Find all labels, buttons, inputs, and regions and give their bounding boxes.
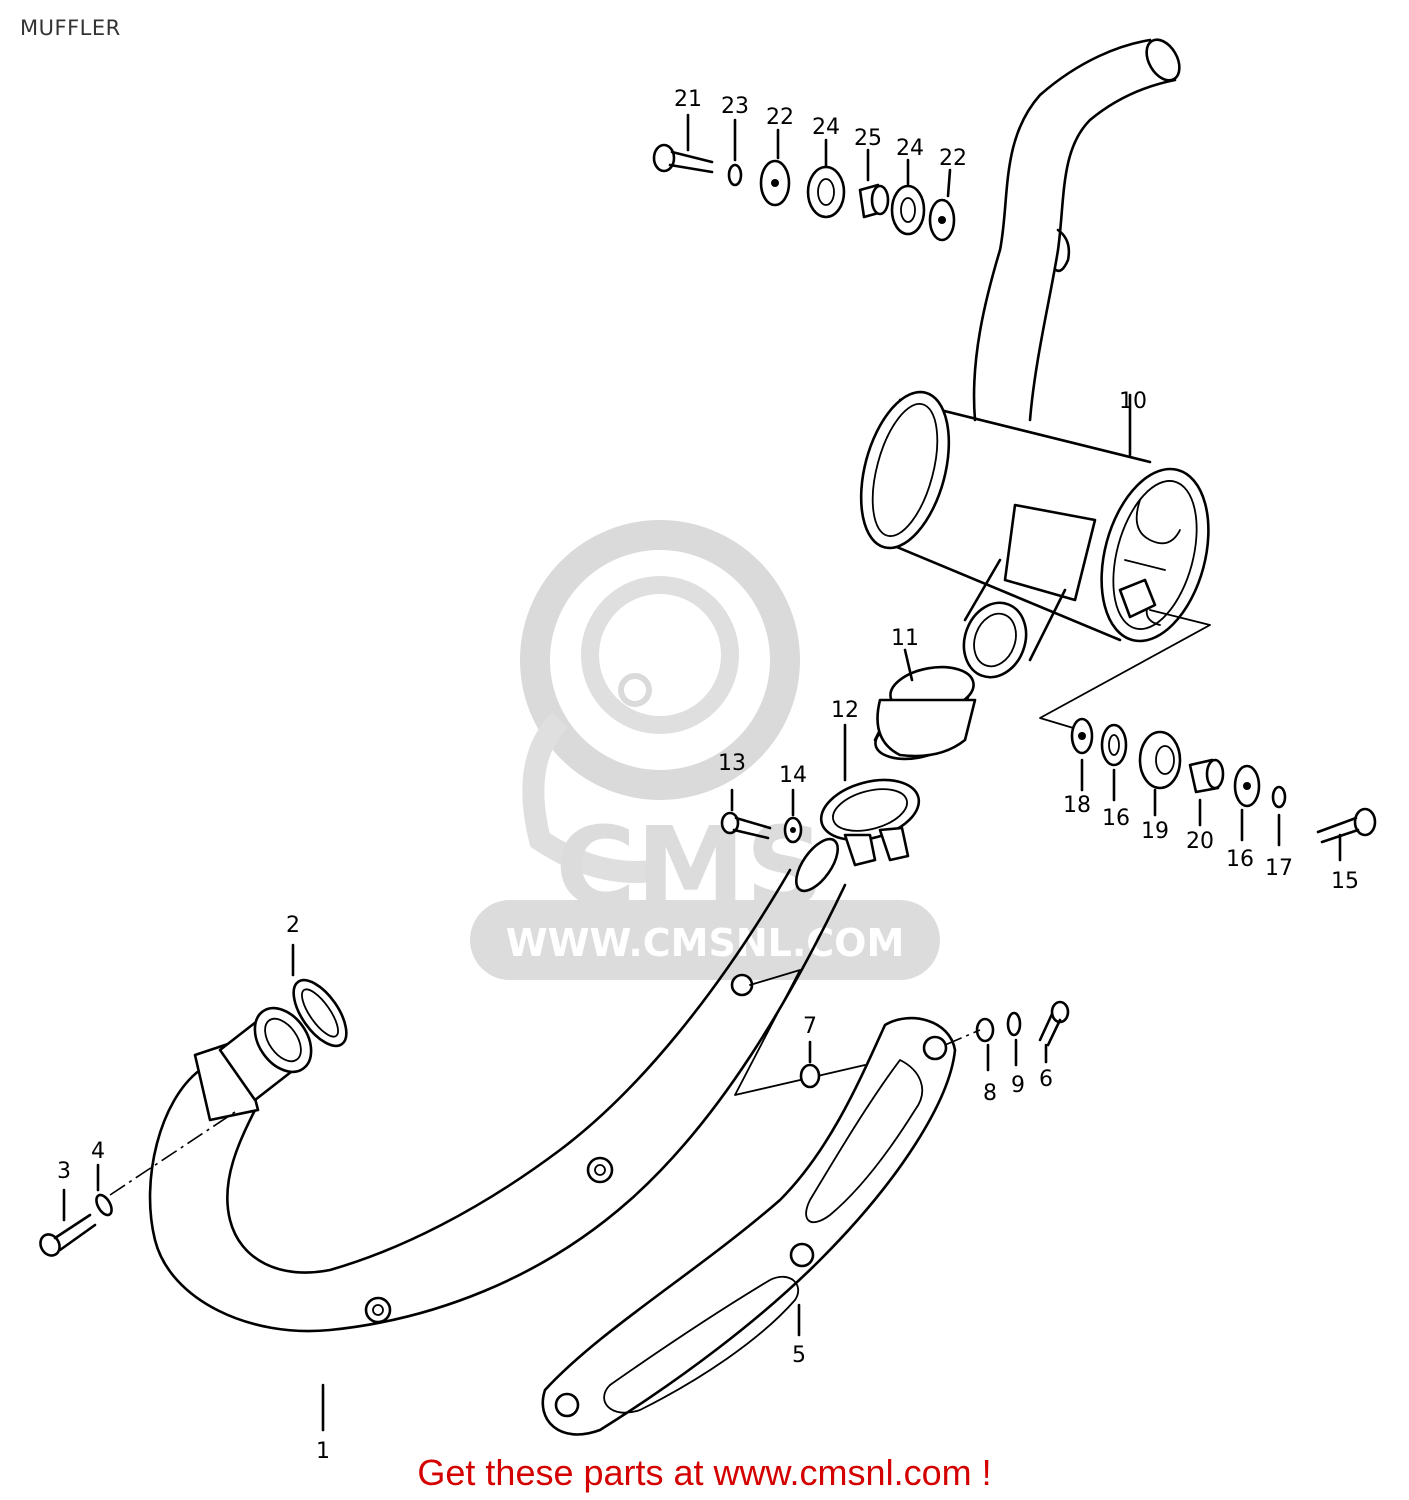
part-17-washer: [1271, 785, 1287, 847]
part-25-collar: [858, 148, 890, 219]
part-19-damper: [1138, 730, 1182, 817]
part-16-grommet-b: [1233, 764, 1261, 842]
part-2-gasket: [291, 943, 348, 1048]
part-23-washer: [727, 118, 743, 187]
page-title: MUFFLER: [20, 16, 121, 40]
callout-labels: 1 2 3 4 5 6 7 8 9 10 11 12 13 14 15 16 1…: [57, 87, 1359, 1464]
part-12-clamp: [819, 723, 921, 867]
part-4-washer: [95, 1163, 113, 1217]
callout-10: 10: [1119, 389, 1147, 414]
callout-8: 8: [983, 1081, 997, 1106]
cms-watermark: CMS WWW.CMSNL.COM: [470, 520, 940, 980]
callout-22-right: 22: [939, 146, 967, 171]
callout-12: 12: [831, 698, 859, 723]
part-22-washer-a: [759, 128, 791, 207]
part-9-washer: [1006, 1011, 1022, 1067]
part-21-bolt: [652, 113, 714, 174]
part-15-bolt: [1316, 807, 1377, 862]
part-14-washer: [783, 788, 803, 844]
part-22-washer-b: [928, 168, 956, 242]
callout-16-upper: 16: [1102, 806, 1130, 831]
callout-1: 1: [316, 1439, 330, 1464]
callout-9: 9: [1011, 1073, 1025, 1098]
callout-18: 18: [1063, 793, 1091, 818]
callout-6: 6: [1039, 1067, 1053, 1092]
callout-23: 23: [721, 94, 749, 119]
muffler-body: [859, 38, 1211, 731]
callout-13: 13: [718, 751, 746, 776]
callout-22-left: 22: [766, 105, 794, 130]
part-7-nut: [799, 1040, 821, 1089]
part-18-washer: [1070, 717, 1094, 792]
part-6-bolt: [1038, 1000, 1070, 1064]
part-24-grommet-b: [890, 158, 926, 236]
callout-5: 5: [792, 1343, 806, 1368]
callout-2: 2: [286, 913, 300, 938]
callout-24-right: 24: [896, 136, 924, 161]
callout-7: 7: [803, 1014, 817, 1039]
callout-20: 20: [1186, 829, 1214, 854]
part-13-bolt: [720, 788, 772, 840]
callout-14: 14: [779, 763, 807, 788]
callout-4: 4: [91, 1139, 105, 1164]
part-1-exhaust-pipe: [109, 837, 847, 1432]
watermark-url: WWW.CMSNL.COM: [506, 921, 905, 965]
part-24-grommet-a: [806, 138, 846, 219]
callout-3: 3: [57, 1159, 71, 1184]
callout-21: 21: [674, 87, 702, 112]
callout-16-lower: 16: [1226, 847, 1254, 872]
callout-11: 11: [891, 626, 919, 651]
callout-15: 15: [1331, 869, 1359, 894]
callout-19: 19: [1141, 819, 1169, 844]
callout-17: 17: [1265, 856, 1293, 881]
part-5-heat-shield: [541, 969, 957, 1436]
part-8-washer: [975, 1017, 995, 1072]
part-20-collar: [1188, 758, 1225, 827]
callout-24-left: 24: [812, 115, 840, 140]
callout-25: 25: [854, 126, 882, 151]
part-11-sleeve: [873, 648, 977, 761]
parts-link-footer[interactable]: Get these parts at www.cmsnl.com !: [417, 1452, 992, 1493]
part-16-grommet-a: [1100, 723, 1128, 802]
part-3-bolt: [39, 1188, 97, 1257]
